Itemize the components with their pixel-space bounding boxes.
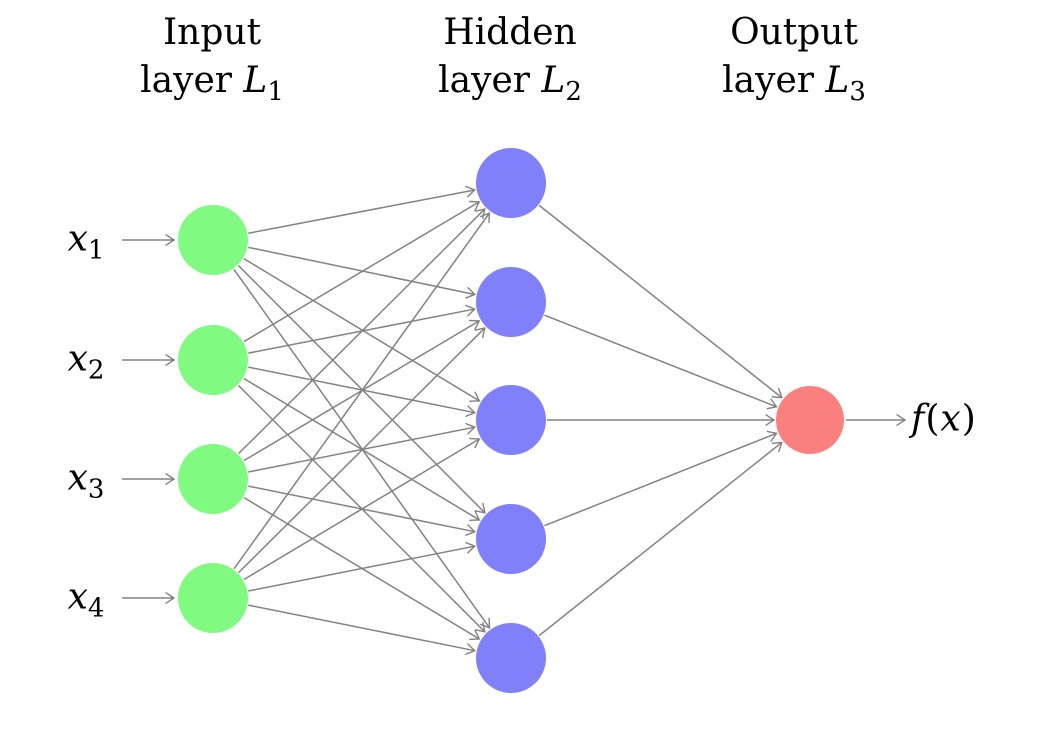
- input-subscript: 2: [87, 355, 105, 386]
- output-layer-header: Output layer L3: [644, 9, 944, 105]
- edge-l1n1-l2n1: [248, 185, 476, 234]
- layer-subscript: 1: [267, 77, 284, 108]
- output-fn: f: [911, 398, 926, 440]
- input-var: x: [67, 457, 88, 499]
- hidden-layer-header-line1: Hidden: [443, 12, 577, 53]
- edge-l1n4-l2n4: [248, 541, 476, 592]
- nodes-group: [178, 148, 844, 693]
- edge-l1n1-l2n2: [248, 246, 477, 299]
- edge-l1n1-l2n3: [243, 257, 481, 402]
- edge-l2n2-l3n1: [544, 314, 778, 410]
- layer-symbol: L: [243, 60, 268, 101]
- hidden-layer-header: Hidden layer L2: [360, 9, 660, 105]
- output-arg: x: [940, 398, 962, 440]
- layer-subscript: 3: [849, 77, 866, 108]
- output-paren-close: ): [961, 398, 977, 440]
- input-var: x: [67, 338, 88, 380]
- layer-symbol: L: [541, 60, 566, 101]
- hidden-node-3: [476, 385, 546, 455]
- layer-subscript: 2: [565, 77, 582, 108]
- output-label: f(x): [911, 401, 977, 437]
- output-layer-header-line2: layer L3: [644, 57, 944, 105]
- layer-word: layer: [140, 60, 232, 101]
- edge-l2n1-l3n1: [538, 204, 783, 399]
- input-label-x1: x1: [26, 218, 146, 264]
- input-subscript: 3: [87, 474, 105, 505]
- hidden-node-5: [476, 623, 546, 693]
- input-node-3: [178, 444, 248, 514]
- input-label-x3: x3: [26, 457, 146, 503]
- hidden-layer-header-line2: layer L2: [360, 57, 660, 105]
- input-label-x4: x4: [26, 576, 146, 622]
- output-node-1: [776, 386, 844, 454]
- layer-word: layer: [722, 60, 814, 101]
- output-paren-open: (: [925, 398, 941, 440]
- input-layer-header: Input layer L1: [62, 9, 362, 105]
- hidden-node-1: [476, 148, 546, 218]
- edge-l1n4-l2n2: [238, 327, 486, 574]
- input-layer-header-line2: layer L1: [62, 57, 362, 105]
- input-node-1: [178, 205, 248, 275]
- edge-l1n2-l2n1: [243, 200, 481, 343]
- edge-l1n4-l2n3: [243, 437, 481, 581]
- input-node-4: [178, 563, 248, 633]
- edge-l2n5-l3n1: [538, 441, 783, 637]
- layer-symbol: L: [825, 60, 850, 101]
- edge-l1n4-l2n1: [233, 212, 491, 570]
- edges-group: [122, 185, 907, 655]
- hidden-node-2: [476, 267, 546, 337]
- input-node-2: [178, 325, 248, 395]
- input-var: x: [67, 576, 88, 618]
- edge-l1n4-l2n5: [248, 604, 476, 655]
- edge-l1n3-l2n1: [238, 208, 486, 455]
- input-layer-header-line1: Input: [162, 12, 262, 53]
- edge-l2n4-l3n1: [544, 430, 778, 527]
- output-layer-header-line1: Output: [730, 12, 858, 53]
- edge-l1n1-l2n4: [237, 264, 486, 514]
- input-label-x2: x2: [26, 338, 146, 384]
- layer-word: layer: [438, 60, 530, 101]
- input-subscript: 4: [87, 593, 105, 624]
- input-subscript: 1: [87, 235, 105, 266]
- input-var: x: [67, 218, 88, 260]
- hidden-node-4: [476, 504, 546, 574]
